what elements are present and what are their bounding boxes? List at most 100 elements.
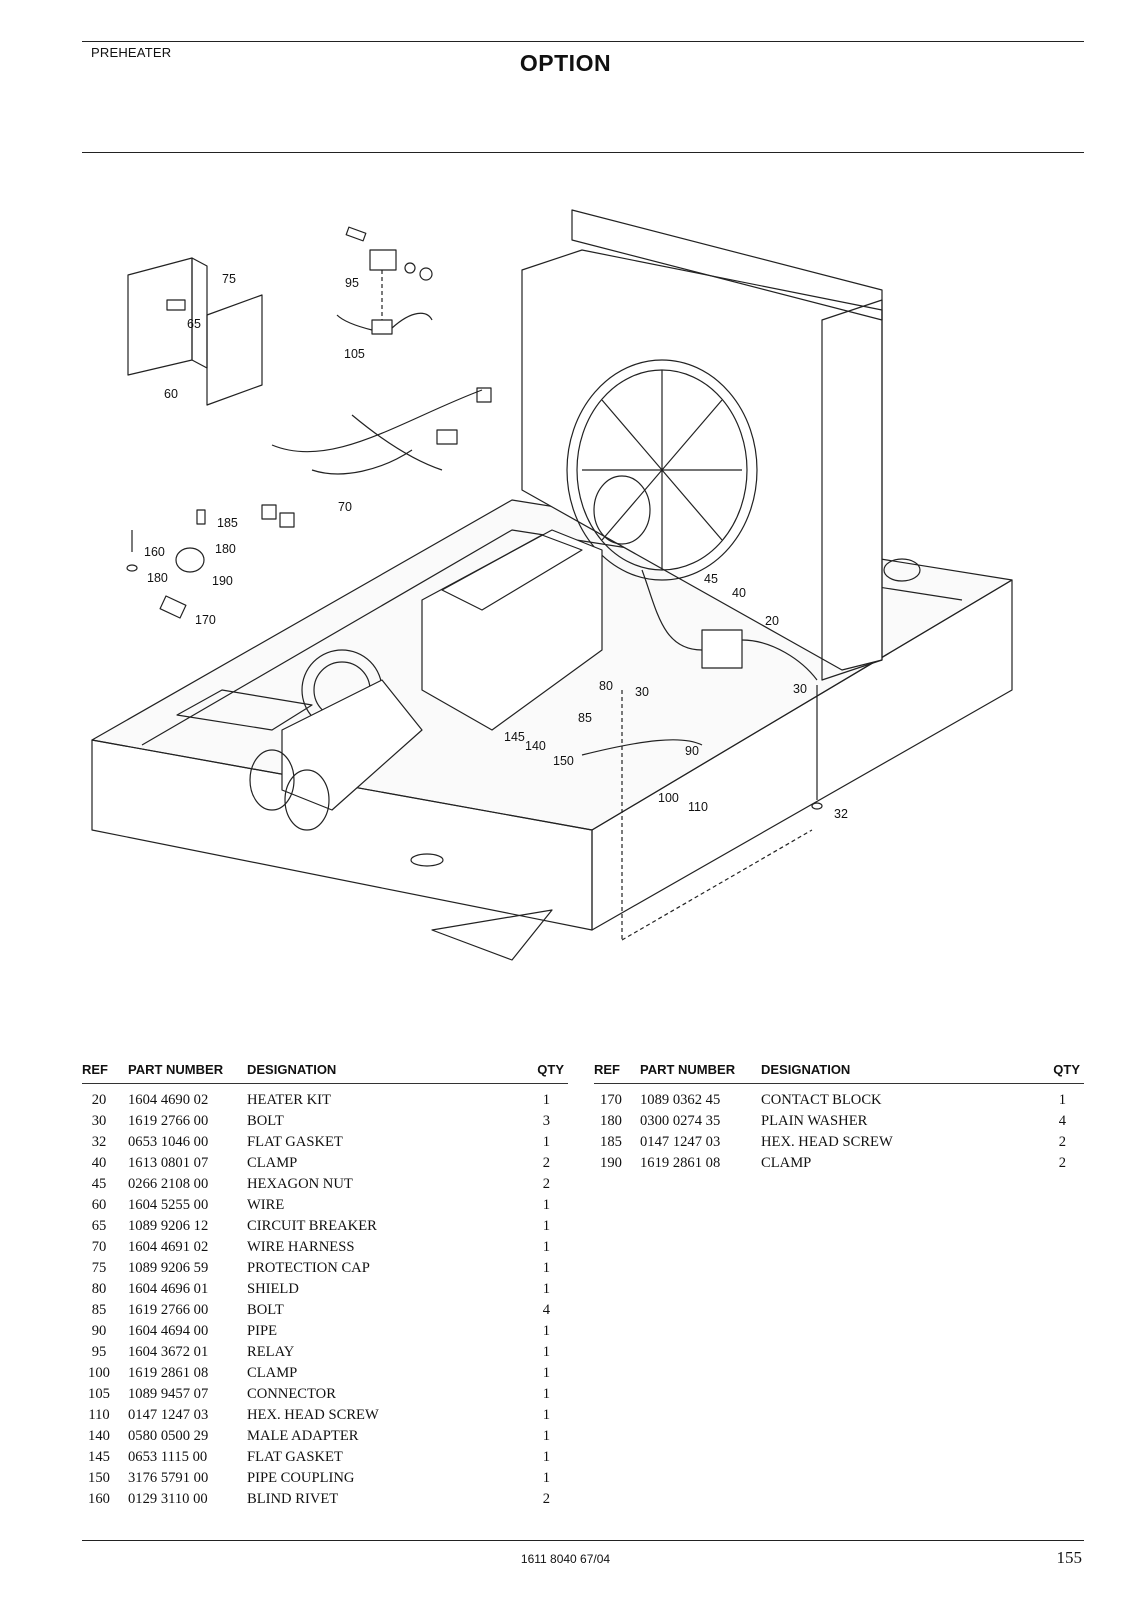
cell-qty: 1 bbox=[1058, 1092, 1066, 1108]
cell-part-number: 0129 3110 00 bbox=[128, 1491, 208, 1507]
cell-ref: 140 bbox=[88, 1428, 110, 1444]
document-number: 1611 8040 67/04 bbox=[520, 1552, 611, 1566]
cell-designation: CLAMP bbox=[247, 1155, 298, 1171]
cell-designation: CLAMP bbox=[247, 1365, 298, 1381]
cell-part-number: 1619 2861 08 bbox=[128, 1365, 209, 1381]
cell-designation: WIRE HARNESS bbox=[247, 1239, 355, 1255]
loose-parts-left bbox=[126, 509, 206, 619]
header-part-number: PART NUMBER bbox=[116, 1062, 243, 1084]
cell-ref: 90 bbox=[91, 1323, 107, 1339]
cell-ref: 100 bbox=[88, 1365, 110, 1381]
heater-kit bbox=[581, 569, 823, 810]
cell-ref: 185 bbox=[600, 1134, 622, 1150]
header-designation: DESIGNATION bbox=[243, 1062, 513, 1084]
cell-qty: 1 bbox=[542, 1218, 550, 1234]
callout-60: 60 bbox=[164, 387, 178, 401]
cell-qty: 1 bbox=[542, 1428, 550, 1444]
cell-part-number: 0300 0274 35 bbox=[640, 1113, 721, 1129]
callout-170: 170 bbox=[195, 613, 216, 627]
callout-110: 110 bbox=[688, 800, 708, 814]
page-title: OPTION bbox=[519, 50, 612, 76]
cell-part-number: 1089 9206 59 bbox=[128, 1260, 209, 1276]
callout-labels: 75 65 60 95 105 70 185 160 180 180 190 1… bbox=[144, 272, 848, 821]
header-part-number: PART NUMBER bbox=[628, 1062, 757, 1084]
header-bottom-rule bbox=[82, 152, 1084, 153]
cell-designation: FLAT GASKET bbox=[247, 1134, 343, 1150]
cell-part-number: 0580 0500 29 bbox=[128, 1428, 209, 1444]
cell-designation: BLIND RIVET bbox=[247, 1491, 339, 1507]
cell-ref: 145 bbox=[88, 1449, 110, 1465]
callout-150: 150 bbox=[553, 754, 574, 768]
cell-qty: 4 bbox=[542, 1302, 550, 1318]
cell-ref: 170 bbox=[600, 1092, 622, 1108]
table-header-row: REF PART NUMBER DESIGNATION QTY bbox=[594, 1062, 1084, 1084]
cell-designation: CONNECTOR bbox=[247, 1386, 336, 1402]
cell-part-number: 0653 1046 00 bbox=[128, 1134, 209, 1150]
cell-part-number: 1604 4694 00 bbox=[128, 1323, 209, 1339]
cell-qty: 1 bbox=[542, 1197, 550, 1213]
callout-140: 140 bbox=[525, 739, 546, 753]
cell-part-number: 1604 4696 01 bbox=[128, 1281, 209, 1297]
header-ref: REF bbox=[82, 1062, 116, 1084]
cell-part-number: 0653 1115 00 bbox=[128, 1449, 208, 1465]
callout-32: 32 bbox=[834, 807, 848, 821]
cell-ref: 60 bbox=[91, 1197, 107, 1213]
cell-designation: BOLT bbox=[247, 1113, 284, 1129]
cell-ref: 180 bbox=[600, 1113, 622, 1129]
cell-part-number: 0147 1247 03 bbox=[128, 1407, 209, 1423]
cell-ref: 95 bbox=[91, 1344, 107, 1360]
cell-ref: 75 bbox=[91, 1260, 107, 1276]
exploded-view-drawing: 75 65 60 95 105 70 185 160 180 180 190 1… bbox=[82, 170, 1084, 1040]
guide-lines bbox=[381, 270, 813, 941]
cell-designation: RELAY bbox=[247, 1344, 295, 1360]
cell-part-number: 1604 4690 02 bbox=[128, 1092, 209, 1108]
engine-block bbox=[249, 529, 603, 831]
callout-90: 90 bbox=[685, 744, 699, 758]
header-ref: REF bbox=[594, 1062, 628, 1084]
callout-30-left: 30 bbox=[635, 685, 649, 699]
cell-part-number: 1089 9457 07 bbox=[128, 1386, 209, 1402]
cell-qty: 1 bbox=[542, 1344, 550, 1360]
cell-part-number: 0147 1247 03 bbox=[640, 1134, 721, 1150]
cell-designation: HEATER KIT bbox=[247, 1092, 331, 1108]
callout-160: 160 bbox=[144, 545, 165, 559]
cell-qty: 3 bbox=[542, 1113, 550, 1129]
cell-ref: 45 bbox=[91, 1176, 107, 1192]
callout-180-upper: 180 bbox=[215, 542, 236, 556]
callout-80: 80 bbox=[599, 679, 613, 693]
cell-part-number: 1604 4691 02 bbox=[128, 1239, 209, 1255]
cell-ref: 65 bbox=[91, 1218, 107, 1234]
cell-designation: WIRE bbox=[247, 1197, 285, 1213]
cell-qty: 2 bbox=[542, 1176, 550, 1192]
relay-group bbox=[336, 226, 433, 335]
cell-designation: FLAT GASKET bbox=[247, 1449, 343, 1465]
cell-ref: 32 bbox=[91, 1134, 107, 1150]
cell-designation: BOLT bbox=[247, 1302, 284, 1318]
cell-ref: 30 bbox=[91, 1113, 107, 1129]
callout-65: 65 bbox=[187, 317, 201, 331]
section-label: PREHEATER bbox=[91, 45, 172, 60]
cell-ref: 70 bbox=[91, 1239, 107, 1255]
cell-qty: 1 bbox=[542, 1470, 550, 1486]
header-designation: DESIGNATION bbox=[757, 1062, 1029, 1084]
cell-designation: PIPE COUPLING bbox=[247, 1470, 355, 1486]
cell-qty: 2 bbox=[1058, 1155, 1066, 1171]
cell-part-number: 1619 2766 00 bbox=[128, 1113, 209, 1129]
table-row: 30 1619 2766 00 BOLT 3 bbox=[82, 1111, 568, 1132]
callout-30-right: 30 bbox=[793, 682, 807, 696]
cell-ref: 85 bbox=[91, 1302, 107, 1318]
callout-145: 145 bbox=[504, 730, 525, 744]
cell-designation: PIPE bbox=[247, 1323, 278, 1339]
